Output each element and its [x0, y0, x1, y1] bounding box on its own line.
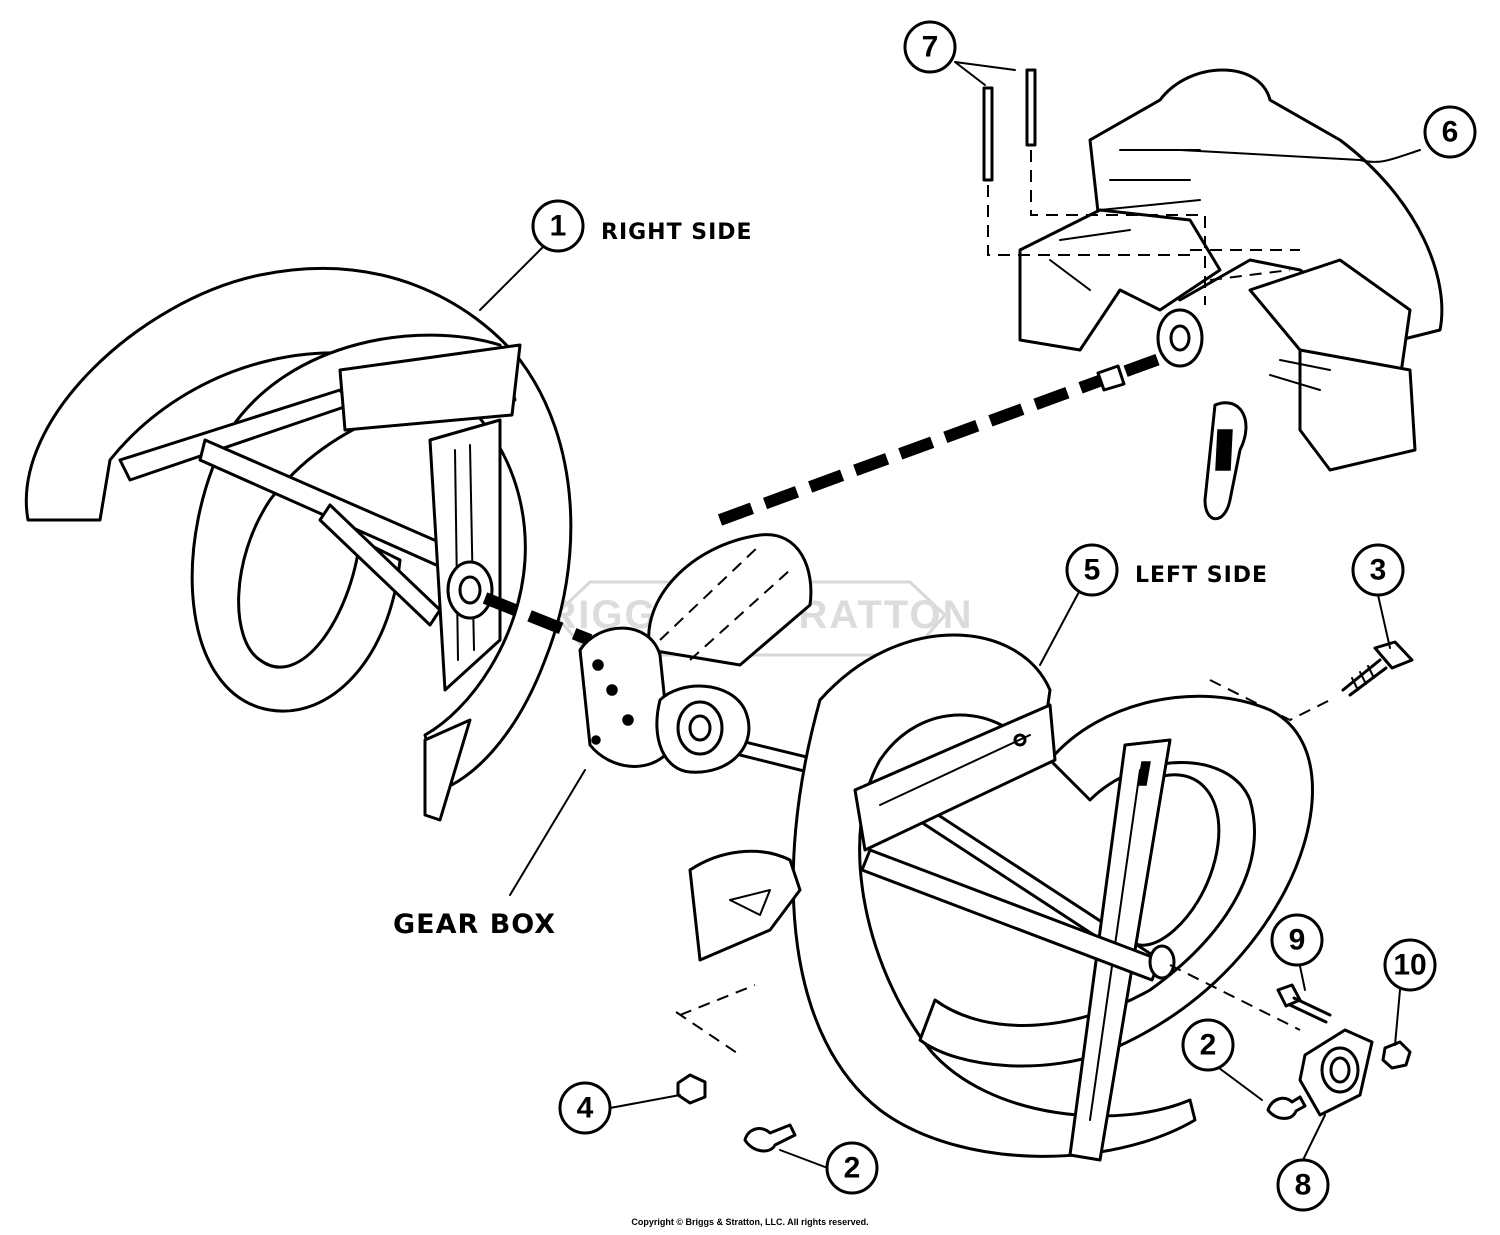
bolt-2-bottom	[743, 1123, 797, 1153]
callout-3-number: 3	[1370, 554, 1387, 587]
callout-10-number: 10	[1393, 949, 1426, 982]
left-auger	[675, 633, 1331, 1162]
callout-7-number: 7	[922, 31, 939, 64]
callout-4-number: 4	[577, 1092, 594, 1125]
callout-5-number: 5	[1084, 554, 1101, 587]
callout-9-number: 9	[1289, 924, 1306, 957]
callout-6-number: 6	[1442, 116, 1459, 149]
callout-2-right-number: 2	[1200, 1029, 1217, 1062]
callout-3: 3	[1351, 543, 1405, 597]
callout-9: 9	[1270, 913, 1324, 967]
bolt-head-3	[1373, 640, 1414, 670]
callout-7: 7	[903, 20, 957, 74]
callout-5: 5	[1065, 543, 1119, 597]
callout-2-bottom-number: 2	[844, 1152, 861, 1185]
callout-8: 8	[1276, 1158, 1330, 1212]
callout-1-number: 1	[550, 210, 567, 243]
callout-10: 10	[1383, 938, 1437, 992]
label-gear-box: GEAR BOX	[393, 909, 556, 940]
callout-4: 4	[558, 1081, 612, 1135]
label-right-side: RIGHT SIDE	[601, 220, 753, 245]
callout-2-bottom: 2	[825, 1141, 879, 1195]
hardware	[676, 640, 1414, 1153]
nut-10	[1381, 1040, 1412, 1070]
right-auger	[24, 266, 573, 822]
nut-4	[676, 1073, 707, 1105]
leader-lines	[479, 61, 1421, 1168]
callout-2-right: 2	[1181, 1018, 1235, 1072]
gearbox-housing-cover	[982, 68, 1444, 521]
gear-box	[578, 533, 813, 774]
label-left-side: LEFT SIDE	[1135, 563, 1268, 588]
bearing-flange-8	[1298, 1028, 1374, 1117]
callout-8-number: 8	[1295, 1169, 1312, 1202]
callout-6: 6	[1423, 105, 1477, 159]
copyright-notice: Copyright © Briggs & Stratton, LLC. All …	[631, 1217, 869, 1227]
bolt-2-right	[1266, 1095, 1307, 1120]
callout-1: 1	[531, 199, 585, 253]
